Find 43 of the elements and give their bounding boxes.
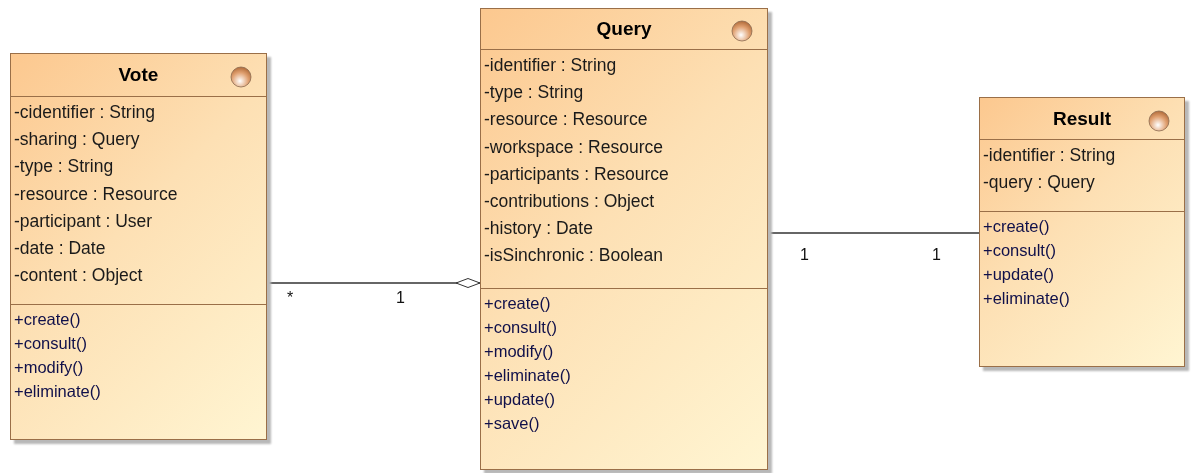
operation-text: +eliminate() xyxy=(14,381,102,402)
multiplicity-label: 1 xyxy=(800,246,809,264)
operation-text: +eliminate() xyxy=(983,288,1071,309)
attribute-text: -isSinchronic : Boolean xyxy=(484,244,664,268)
attribute-text: -sharing : Query xyxy=(14,128,141,152)
attribute-text: -participant : User xyxy=(14,209,154,233)
attribute-text: -identifier : String xyxy=(983,144,1117,167)
multiplicity-label: * xyxy=(287,289,294,307)
operation-text: +create() xyxy=(14,309,82,330)
operation-text: +modify() xyxy=(14,357,85,378)
operation-text: +create() xyxy=(983,216,1051,237)
attribute-text: -cidentifier : String xyxy=(14,101,157,124)
class-name: Result xyxy=(1052,107,1112,131)
attribute-text: -contributions : Object xyxy=(484,190,656,213)
operation-text: +eliminate() xyxy=(484,365,572,386)
operation-text: +consult() xyxy=(484,317,558,338)
operation-text: +create() xyxy=(484,293,552,314)
class-box xyxy=(979,97,1185,367)
attribute-text: -type : String xyxy=(484,81,585,105)
attribute-text: -resource : Resource xyxy=(484,108,649,132)
multiplicity-label: 1 xyxy=(932,246,941,264)
association-line xyxy=(767,232,980,234)
attribute-text: -identifier : String xyxy=(484,54,618,77)
class-name: Query xyxy=(596,17,652,41)
operation-text: +update() xyxy=(983,264,1056,285)
operation-text: +consult() xyxy=(983,240,1057,261)
operation-text: +modify() xyxy=(484,341,555,362)
class-name: Vote xyxy=(118,63,159,87)
class-box xyxy=(10,53,267,440)
attribute-text: -date : Date xyxy=(14,237,107,260)
multiplicity-label: 1 xyxy=(396,289,405,307)
attribute-text: -resource : Resource xyxy=(14,182,179,206)
attribute-text: -query : Query xyxy=(983,171,1096,195)
operation-text: +update() xyxy=(484,389,557,410)
attribute-text: -history : Date xyxy=(484,217,594,241)
class-box xyxy=(480,8,768,470)
attribute-text: -workspace : Resource xyxy=(484,135,664,159)
operation-text: +consult() xyxy=(14,333,88,354)
operation-text: +save() xyxy=(484,413,541,434)
attribute-text: -type : String xyxy=(14,155,115,179)
attribute-text: -participants : Resource xyxy=(484,162,670,186)
aggregation-line xyxy=(266,278,481,288)
attribute-text: -content : Object xyxy=(14,264,144,288)
